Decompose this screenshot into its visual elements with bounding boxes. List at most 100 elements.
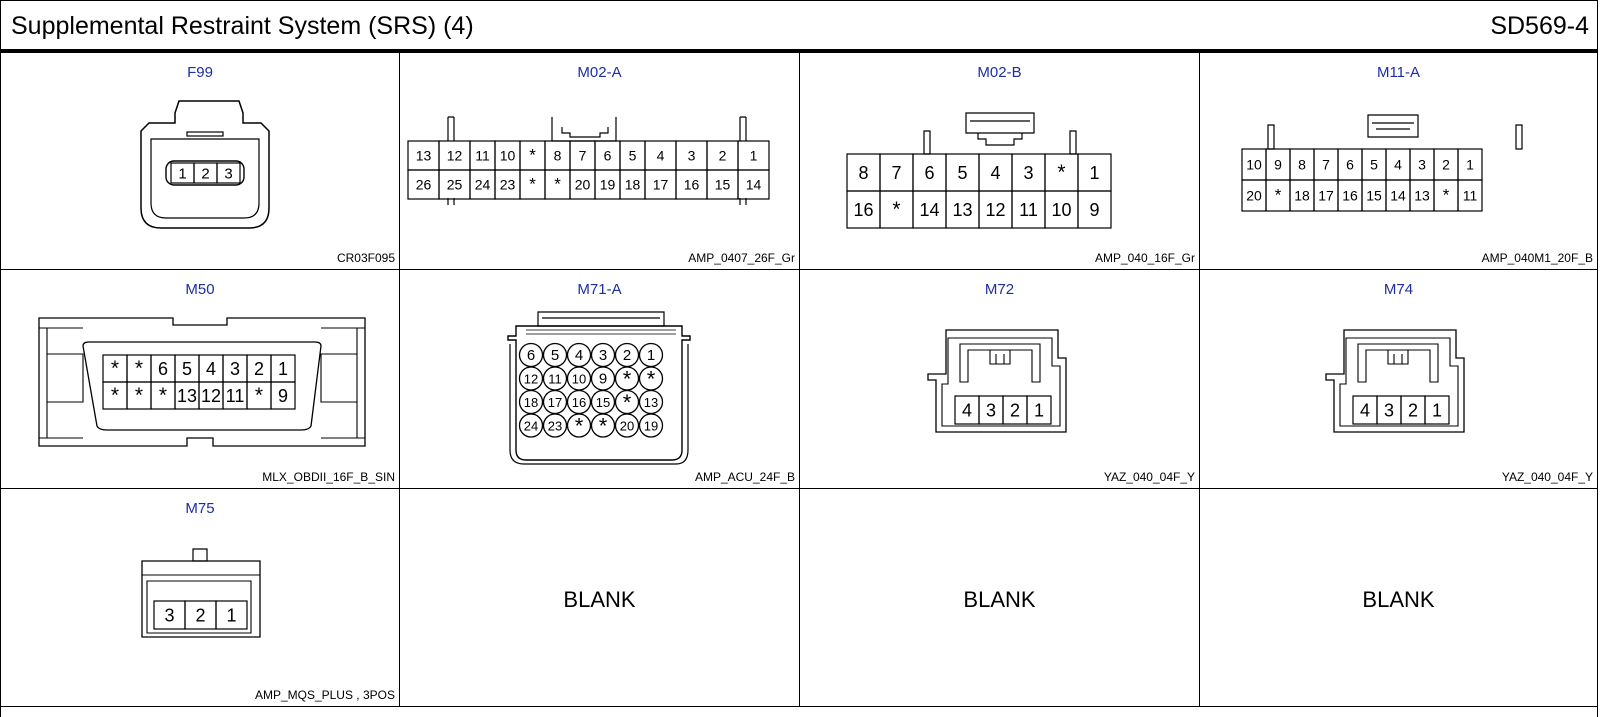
pin-label: 3: [688, 148, 696, 164]
pin-label: 12: [447, 148, 463, 164]
pin-label: 4: [206, 359, 216, 379]
header-rule: [0, 49, 1598, 53]
pin-label: 18: [625, 177, 641, 193]
pin-label: *: [159, 384, 167, 407]
pin-cell: [215, 600, 248, 630]
pin-label: 12: [524, 372, 538, 387]
blank-label: BLANK: [1362, 587, 1435, 612]
pin-label: 17: [653, 177, 669, 193]
connector-id: M02-B: [977, 64, 1022, 81]
pin-label: 16: [853, 200, 873, 220]
pin-cell: [216, 162, 241, 184]
pin-label: 6: [604, 148, 612, 164]
pin-label: 2: [195, 605, 205, 625]
pin-label: 5: [1370, 157, 1378, 173]
pin-label: *: [111, 357, 119, 380]
pin-cell: [1077, 190, 1112, 229]
pin-label: *: [623, 390, 632, 415]
connector-id: M50: [185, 281, 215, 298]
pin-label: 9: [1089, 200, 1099, 220]
blank-cell-3: BLANK: [1200, 489, 1598, 707]
pin-label: 1: [1432, 400, 1442, 420]
pin-label: 7: [579, 148, 587, 164]
pin-label: 16: [572, 395, 586, 410]
pin-cell: [737, 169, 770, 200]
pin-label: 13: [1414, 188, 1430, 204]
pin-label: 15: [596, 395, 610, 410]
connector-id: M02-A: [577, 64, 622, 81]
pin-label: 23: [500, 177, 516, 193]
pin-label: 2: [719, 148, 727, 164]
pin-label: 11: [548, 372, 562, 387]
pin-label: 3: [1384, 400, 1394, 420]
pin-label: *: [529, 146, 536, 165]
pin-circle: [518, 413, 544, 438]
blank-label: BLANK: [963, 587, 1036, 612]
pin-label: 4: [1394, 157, 1402, 173]
page-code: SD569-4: [1490, 12, 1589, 40]
pin-label: 17: [548, 395, 562, 410]
pin-label: 10: [500, 148, 516, 164]
pin-label: 24: [524, 419, 538, 434]
pin-label: 4: [990, 163, 1000, 183]
pin-label: *: [135, 384, 143, 407]
pin-label: 5: [629, 148, 637, 164]
pin-label: 3: [224, 165, 232, 182]
pin-label: *: [623, 367, 632, 392]
pin-label: 6: [924, 163, 934, 183]
left-border: [0, 53, 1, 717]
pin-circle: [566, 413, 592, 438]
pin-label: 4: [575, 347, 583, 364]
pin-label: 7: [891, 163, 901, 183]
pin-label: 2: [1408, 400, 1418, 420]
pin-label: 6: [1346, 157, 1354, 173]
pin-label: 1: [1089, 163, 1099, 183]
pin-label: *: [529, 175, 536, 194]
pin-label: 4: [962, 400, 972, 420]
pin-label: 2: [254, 359, 264, 379]
pin-label: 11: [475, 148, 490, 164]
pin-label: 20: [620, 419, 634, 434]
pin-label: 13: [644, 395, 658, 410]
pin-label: 14: [746, 177, 762, 193]
connector-part-number: CR03F095: [336, 251, 395, 265]
pin-cell: [1026, 395, 1052, 425]
pin-label: 1: [178, 165, 186, 182]
pin-label: 11: [226, 386, 245, 406]
pin-label: 9: [1274, 157, 1282, 173]
pin-label: 11: [1019, 200, 1038, 220]
pin-circle: [590, 413, 616, 438]
blank-cell-2: BLANK: [800, 489, 1200, 707]
pin-label: 14: [919, 200, 939, 220]
pin-label: 9: [278, 386, 288, 406]
pin-cell: [270, 381, 296, 410]
pin-label: *: [111, 384, 119, 407]
pin-label: 1: [226, 605, 236, 625]
pin-label: 5: [182, 359, 192, 379]
pin-label: 4: [657, 148, 665, 164]
pin-label: *: [1057, 161, 1065, 184]
connector-part-number: AMP_MQS_PLUS , 3POS: [254, 688, 395, 702]
pin-label: 3: [1418, 157, 1426, 173]
pin-label: 2: [1010, 400, 1020, 420]
pin-label: 3: [1023, 163, 1033, 183]
pin-label: 6: [158, 359, 168, 379]
pin-label: 24: [475, 177, 491, 193]
pin-circle: [614, 413, 640, 438]
pin-label: 6: [527, 347, 535, 364]
pin-label: 15: [715, 177, 731, 193]
page-title: Supplemental Restraint System (SRS) (4): [11, 12, 474, 40]
pin-label: 25: [447, 177, 463, 193]
pin-label: 16: [1342, 188, 1358, 204]
connector-id: M72: [984, 281, 1015, 298]
